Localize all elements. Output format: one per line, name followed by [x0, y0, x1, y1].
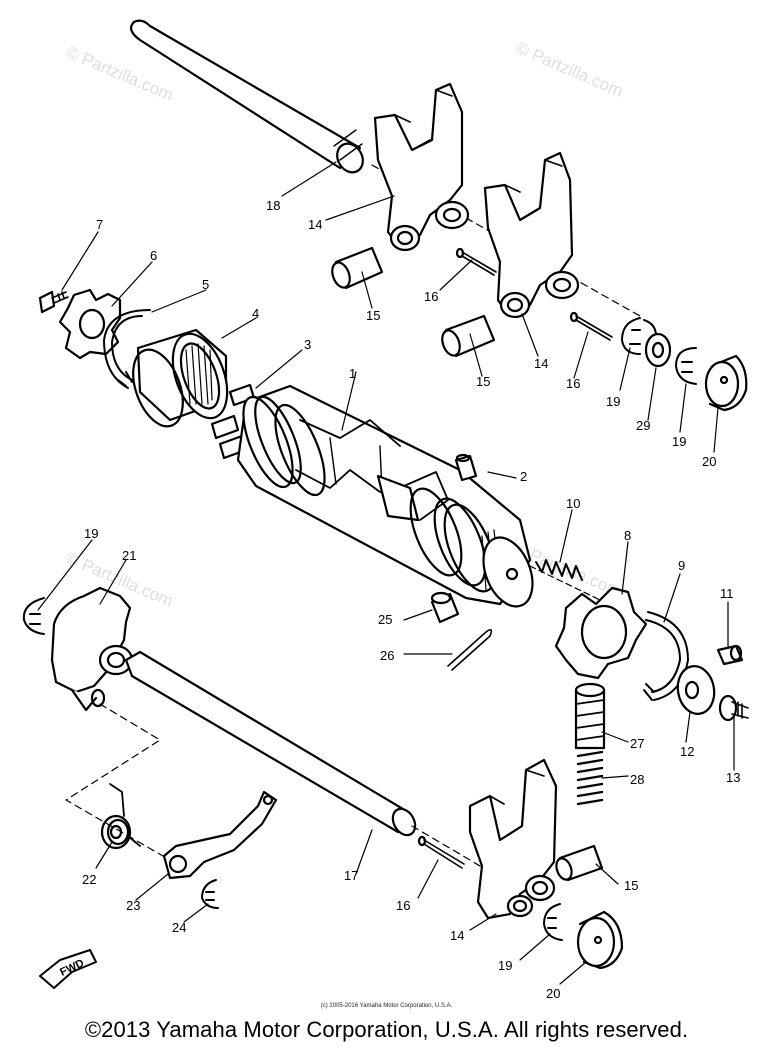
needle-bearing-4	[132, 328, 229, 428]
shift-fork-upper-a	[373, 82, 470, 252]
callout-19d: 19	[498, 958, 512, 973]
callout-27: 27	[630, 736, 644, 751]
callout-23: 23	[126, 898, 140, 913]
shift-fork-upper-b	[483, 151, 580, 319]
pin-11	[716, 644, 744, 666]
callout-7: 7	[96, 217, 103, 232]
callout-numbers: 1 2 3 4 5 6 7 8 9 10 11 12 13 14 14 14 1…	[82, 198, 740, 1001]
circlip-5	[103, 309, 151, 389]
segment-8	[554, 586, 648, 680]
guide-pin-upper-b	[441, 314, 496, 358]
shift-fork-lower	[468, 758, 558, 920]
spring-10	[529, 559, 601, 601]
leader-lines	[37, 161, 735, 985]
screw-13	[718, 694, 749, 722]
pin-2	[454, 453, 478, 482]
callout-22: 22	[82, 872, 96, 887]
circlip-24	[201, 879, 219, 909]
callout-16a: 16	[424, 289, 438, 304]
callout-16b: 16	[566, 376, 580, 391]
cap-20-lower	[576, 910, 624, 970]
callout-26: 26	[380, 648, 394, 663]
callout-25: 25	[378, 612, 392, 627]
cotter-pin-upper-a	[455, 247, 497, 276]
torsion-spring-22	[100, 783, 141, 850]
callout-14b: 14	[534, 356, 548, 371]
callout-14a: 14	[308, 217, 322, 232]
spring-28	[576, 750, 604, 806]
shift-lever-21	[50, 586, 134, 712]
circlip-lower	[543, 903, 563, 941]
plate-12	[676, 665, 716, 715]
callout-24: 24	[172, 920, 186, 935]
callout-12: 12	[680, 744, 694, 759]
callout-5: 5	[202, 277, 209, 292]
callout-19b: 19	[672, 434, 686, 449]
source-line: (c) 2005-2016 Yamaha Motor Corporation, …	[320, 1003, 453, 1009]
assembly-guide-line	[65, 703, 171, 861]
callout-15b: 15	[476, 374, 490, 389]
circlip-right	[675, 347, 697, 385]
callout-10: 10	[566, 496, 580, 511]
callout-3: 3	[304, 337, 311, 352]
callout-9: 9	[678, 558, 685, 573]
callout-15a: 15	[366, 308, 380, 323]
callout-20b: 20	[546, 986, 560, 1001]
callout-11: 11	[720, 586, 734, 601]
callout-29: 29	[636, 418, 650, 433]
guide-pin-upper-a	[331, 246, 384, 290]
callout-18: 18	[266, 198, 280, 213]
circlip-left	[22, 597, 45, 635]
guide-pin-lower	[555, 844, 604, 882]
callout-2: 2	[520, 469, 527, 484]
screw-7	[38, 290, 69, 314]
cotter-pin-lower	[417, 835, 465, 869]
cap-20-upper	[704, 354, 748, 412]
fwd-arrow-icon: FWD	[39, 949, 97, 989]
shift-drum-1	[236, 384, 534, 608]
washer-29	[644, 332, 672, 368]
circlip-9	[643, 611, 689, 701]
callout-6: 6	[150, 248, 157, 263]
callout-4: 4	[252, 306, 259, 321]
pin-25	[430, 591, 460, 624]
circlip-upper	[621, 317, 657, 355]
stopper-27	[574, 682, 606, 750]
callout-14c: 14	[450, 928, 464, 943]
callout-20a: 20	[702, 454, 716, 469]
callout-8: 8	[624, 528, 631, 543]
shift-fork-guide-bar-upper	[130, 19, 641, 317]
callout-16c: 16	[396, 898, 410, 913]
callout-19a: 19	[606, 394, 620, 409]
callout-28: 28	[630, 772, 644, 787]
callout-15c: 15	[624, 878, 638, 893]
callout-19c: 19	[84, 526, 98, 541]
callout-17: 17	[344, 868, 358, 883]
callout-13: 13	[726, 770, 740, 785]
shift-shaft-17	[124, 650, 521, 891]
cotter-pin-26	[447, 628, 493, 671]
cotter-pin-upper-b	[569, 311, 613, 341]
copyright-line: ©2013 Yamaha Motor Corporation, U.S.A. A…	[84, 1017, 689, 1042]
callout-21: 21	[122, 548, 136, 563]
lever-23	[162, 790, 278, 880]
callout-1: 1	[349, 366, 356, 381]
